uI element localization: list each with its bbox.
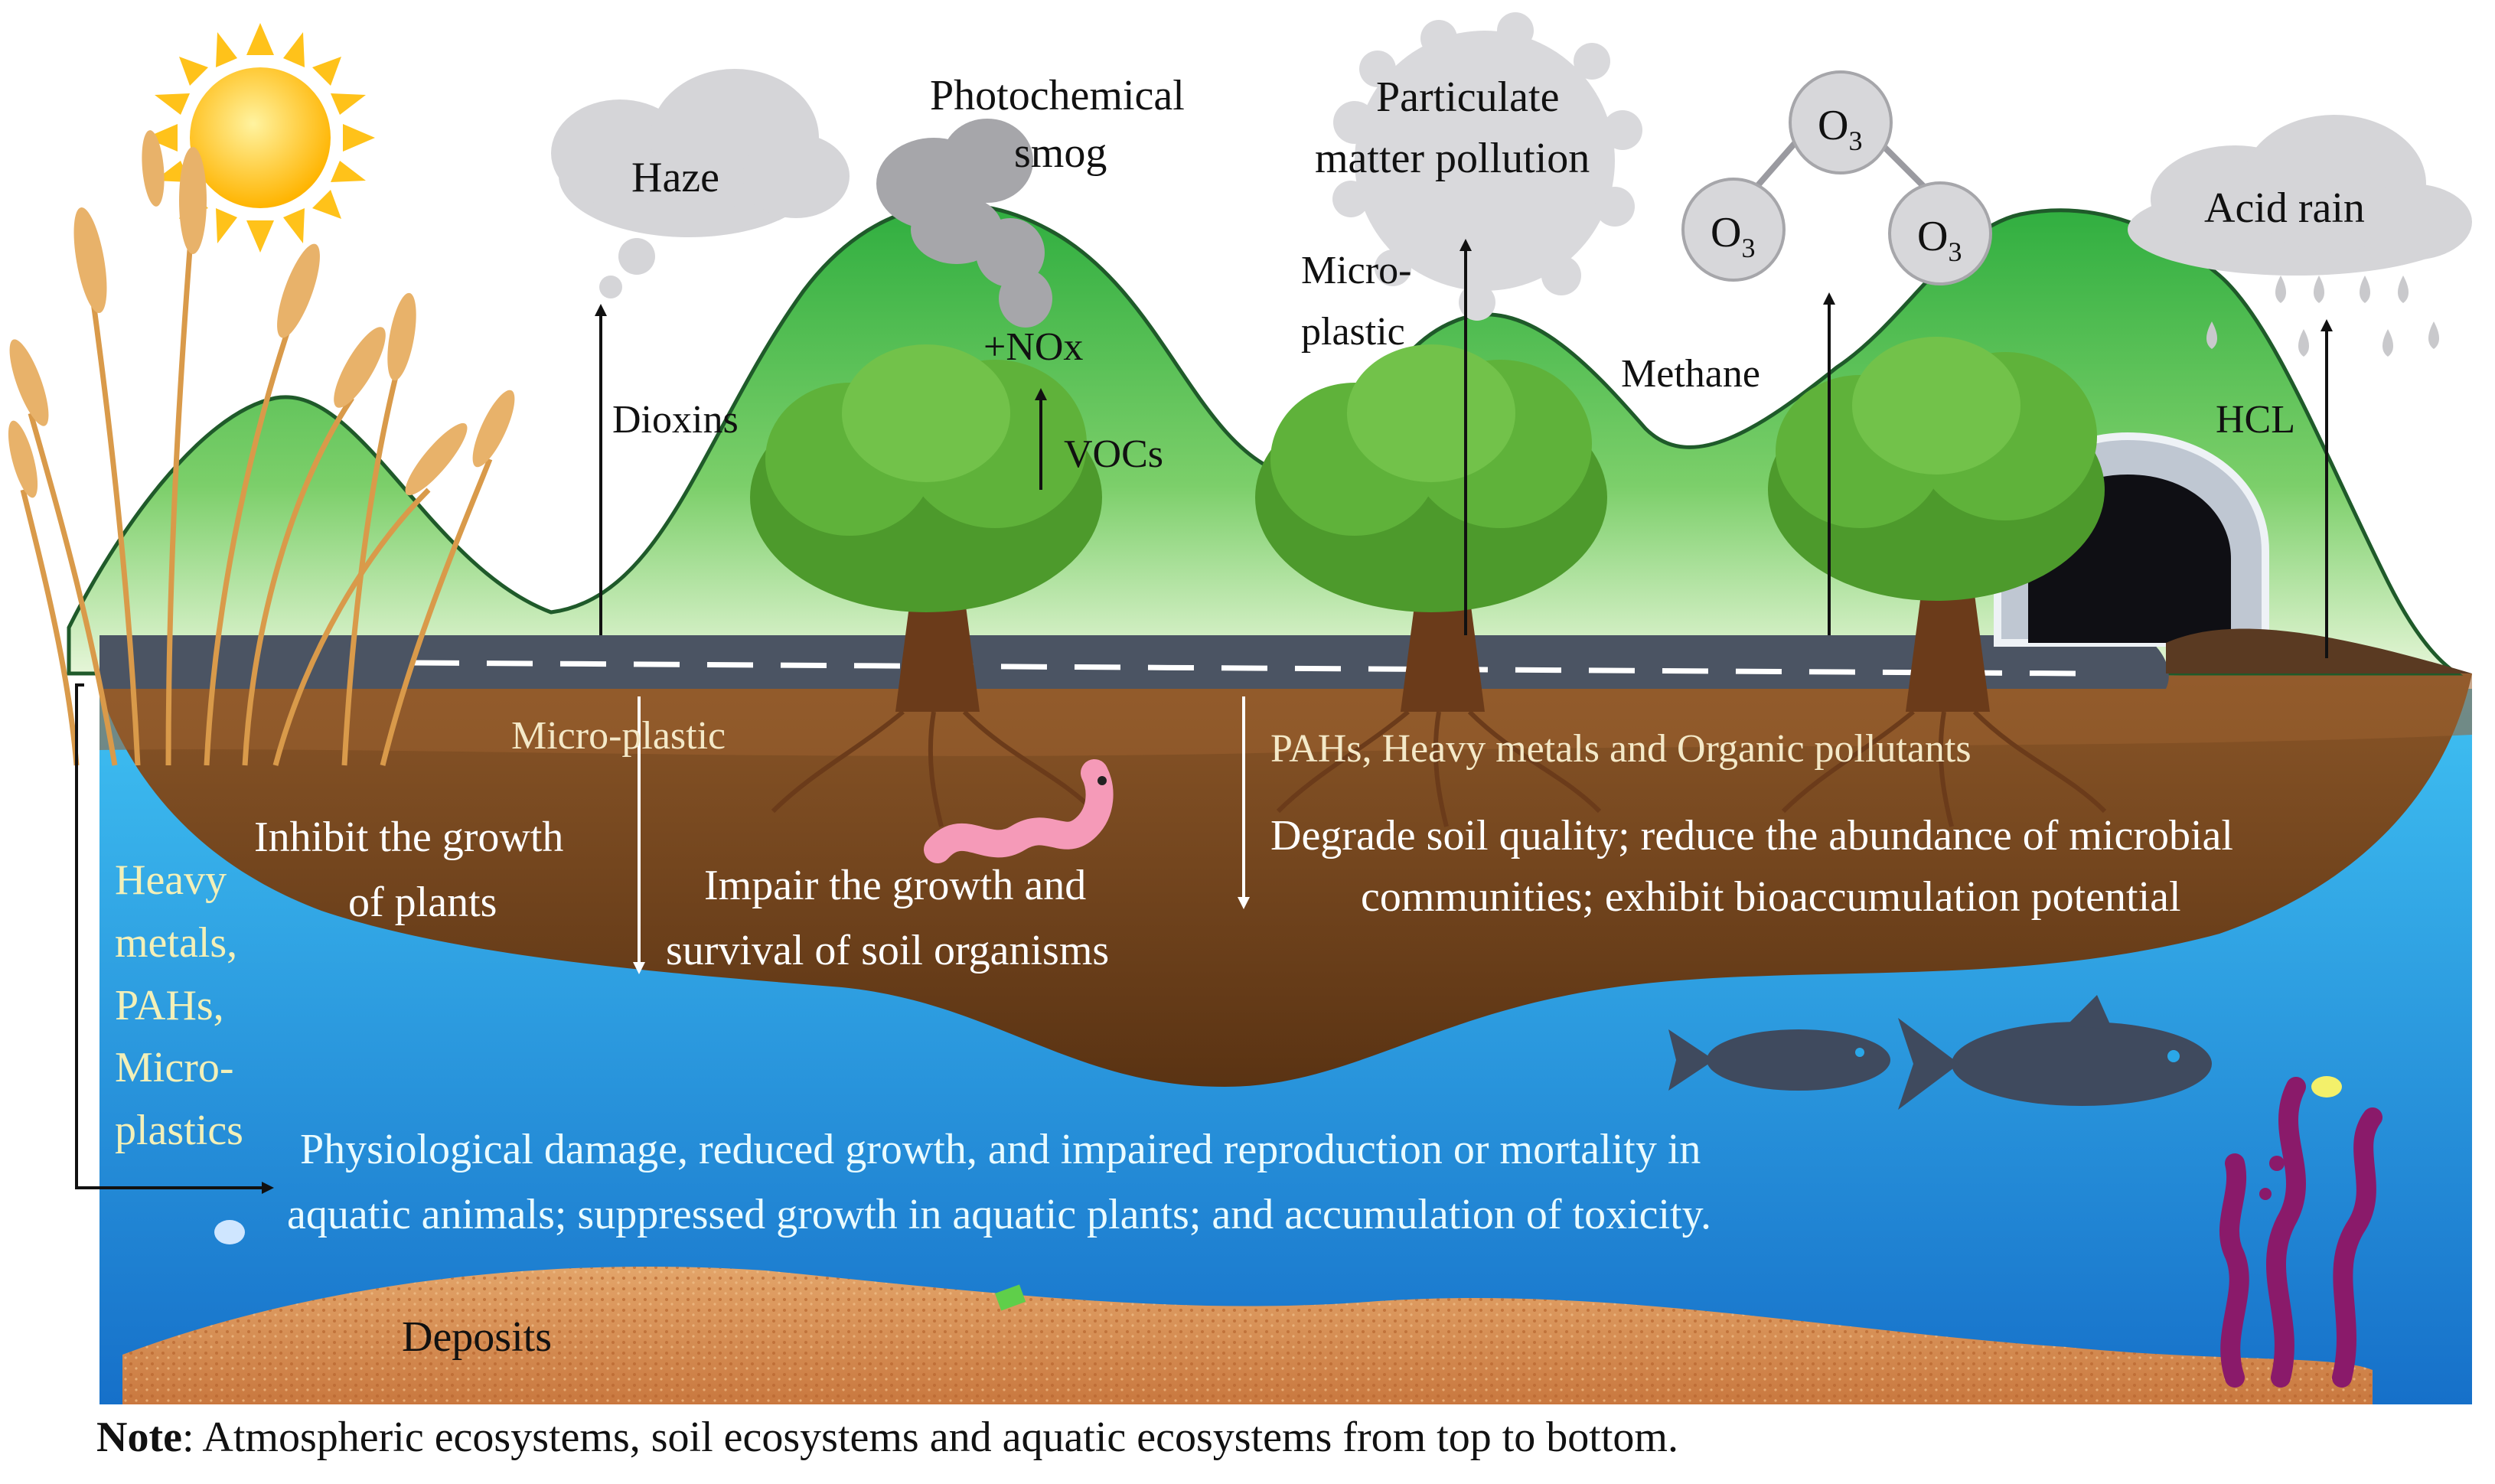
fish-icon-large (1898, 995, 2212, 1110)
sun-icon (145, 23, 375, 253)
nox-label: +NOx (983, 325, 1083, 369)
smog-cloud-icon (876, 119, 1052, 328)
aquatic-effect-line1: Physiological damage, reduced growth, an… (300, 1126, 1701, 1173)
atmosphere-arrows (595, 239, 2333, 658)
acid-rain-label: Acid rain (2204, 184, 2365, 232)
asphalt-road (99, 635, 2169, 689)
water-side-pollutants: Heavy metals, PAHs, Micro- plastics (115, 856, 243, 1154)
earthworm-icon (924, 759, 1114, 863)
fish-icon-small (1668, 1029, 1890, 1091)
particulate-virus-cloud-icon (1332, 12, 1642, 321)
plants-effect-line2: of plants (348, 879, 497, 926)
water-side-line-1: Heavy (115, 856, 227, 904)
microplastic-air-label-line1: Micro- (1301, 249, 1411, 292)
dioxins-label: Dioxins (612, 398, 739, 442)
haze-label: Haze (631, 154, 719, 201)
note-text: : Atmospheric ecosystems, soil ecosystem… (181, 1414, 1678, 1461)
microplastic-soil-label: Micro-plastic (511, 714, 726, 758)
ozone-label-right: O3 (1917, 213, 1962, 267)
water-side-line-2: metals, (115, 919, 237, 967)
ozone-labels: O3 O3 O3 (1711, 102, 1962, 267)
wheat-plants-icon (20, 229, 493, 766)
tree-icon-middle (1255, 344, 1607, 827)
soil-quality-effect-line2: communities; exhibit bioaccumulation pot… (1361, 873, 2181, 921)
acid-rain-cloud-icon (2128, 115, 2472, 276)
methane-label: Methane (1621, 352, 1760, 396)
ozone-label-left: O3 (1711, 209, 1755, 263)
aquatic-effect-line2: aquatic animals; suppressed growth in aq… (287, 1191, 1711, 1238)
water-side-line-5: plastics (115, 1107, 243, 1154)
raindrops-icon (2206, 276, 2439, 357)
deposits-label: Deposits (402, 1313, 552, 1361)
ozone-molecule-icon (1681, 70, 1992, 285)
tree-icon-right (1768, 337, 2107, 827)
soil-arrows (633, 696, 1250, 974)
figure-note: Note: Atmospheric ecosystems, soil ecosy… (96, 1413, 2469, 1474)
smog-label-line2: smog (1014, 129, 1107, 177)
water-side-line-4: Micro- (115, 1044, 234, 1091)
soil-quality-effect-line1: Degrade soil quality; reduce the abundan… (1270, 812, 2233, 859)
water-bubbles (214, 1076, 2342, 1311)
vocs-label: VOCs (1064, 432, 1163, 476)
soil-pollutants-label: PAHs, Heavy metals and Organic pollutant… (1270, 727, 1972, 771)
organisms-effect-line1: Impair the growth and (704, 862, 1086, 909)
smog-label-line1: Photochemical (930, 72, 1185, 119)
plants-effect-line1: Inhibit the growth (254, 814, 563, 861)
ozone-label-top: O3 (1818, 102, 1862, 156)
seaweed-icon (2219, 1077, 2382, 1388)
organisms-effect-line2: survival of soil organisms (666, 927, 1109, 974)
water-side-line-3: PAHs, (115, 982, 224, 1029)
haze-cloud-icon (551, 69, 850, 298)
hcl-label: HCL (2216, 398, 2295, 442)
particulate-label-line1: Particulate (1376, 73, 1559, 121)
note-label: Note (96, 1414, 182, 1461)
particulate-label-line2: matter pollution (1315, 135, 1590, 182)
sediment-deposits (122, 1266, 2373, 1404)
microplastic-air-label-line2: plastic (1301, 310, 1405, 354)
wheat-ears (8, 130, 515, 498)
runoff-pathway-arrow (75, 683, 274, 1194)
